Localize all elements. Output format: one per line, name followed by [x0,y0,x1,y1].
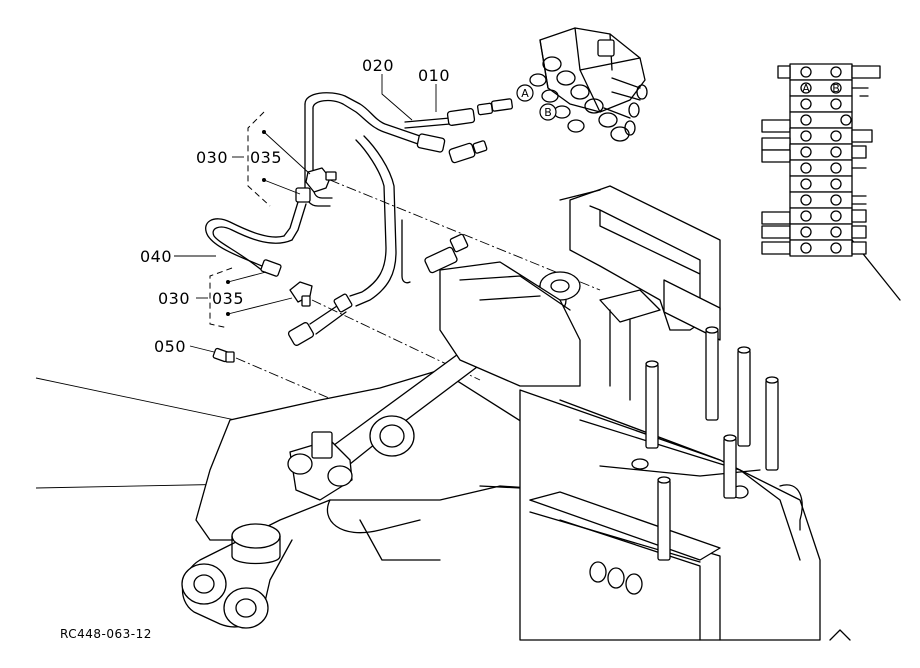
callout-020: 020 [362,56,394,75]
schematic-port-a-label: A [802,82,810,95]
control-valve [529,27,648,142]
callout-030-lower: 030 [158,289,190,308]
hose-cylinder-feed [287,233,469,346]
callout-leaders [174,74,437,353]
port-b-label: B [544,106,552,119]
hose-loop [304,103,411,307]
port-a-label: A [521,87,529,100]
callout-010: 010 [418,66,450,85]
callout-050: 050 [154,337,186,356]
callout-040: 040 [140,247,172,266]
hose-020 [304,92,488,164]
elbow-fitting-upper [283,167,337,241]
callout-030-upper: 030 [196,148,228,167]
drawing-code: RC448-063-12 [60,627,152,641]
vertical-posts [645,326,779,561]
grease-nipple-050 [212,347,235,363]
schematic-port-b-label: B [832,82,840,95]
port-a-marker: A [516,84,534,102]
callout-035-lower: 035 [212,289,244,308]
valve-schematic: A B [761,63,881,257]
callout-035-upper: 035 [250,148,282,167]
hose-040 [205,218,293,277]
elbow-fitting-lower [289,281,313,307]
port-b-marker: B [539,103,557,121]
hose-010 [404,98,513,129]
